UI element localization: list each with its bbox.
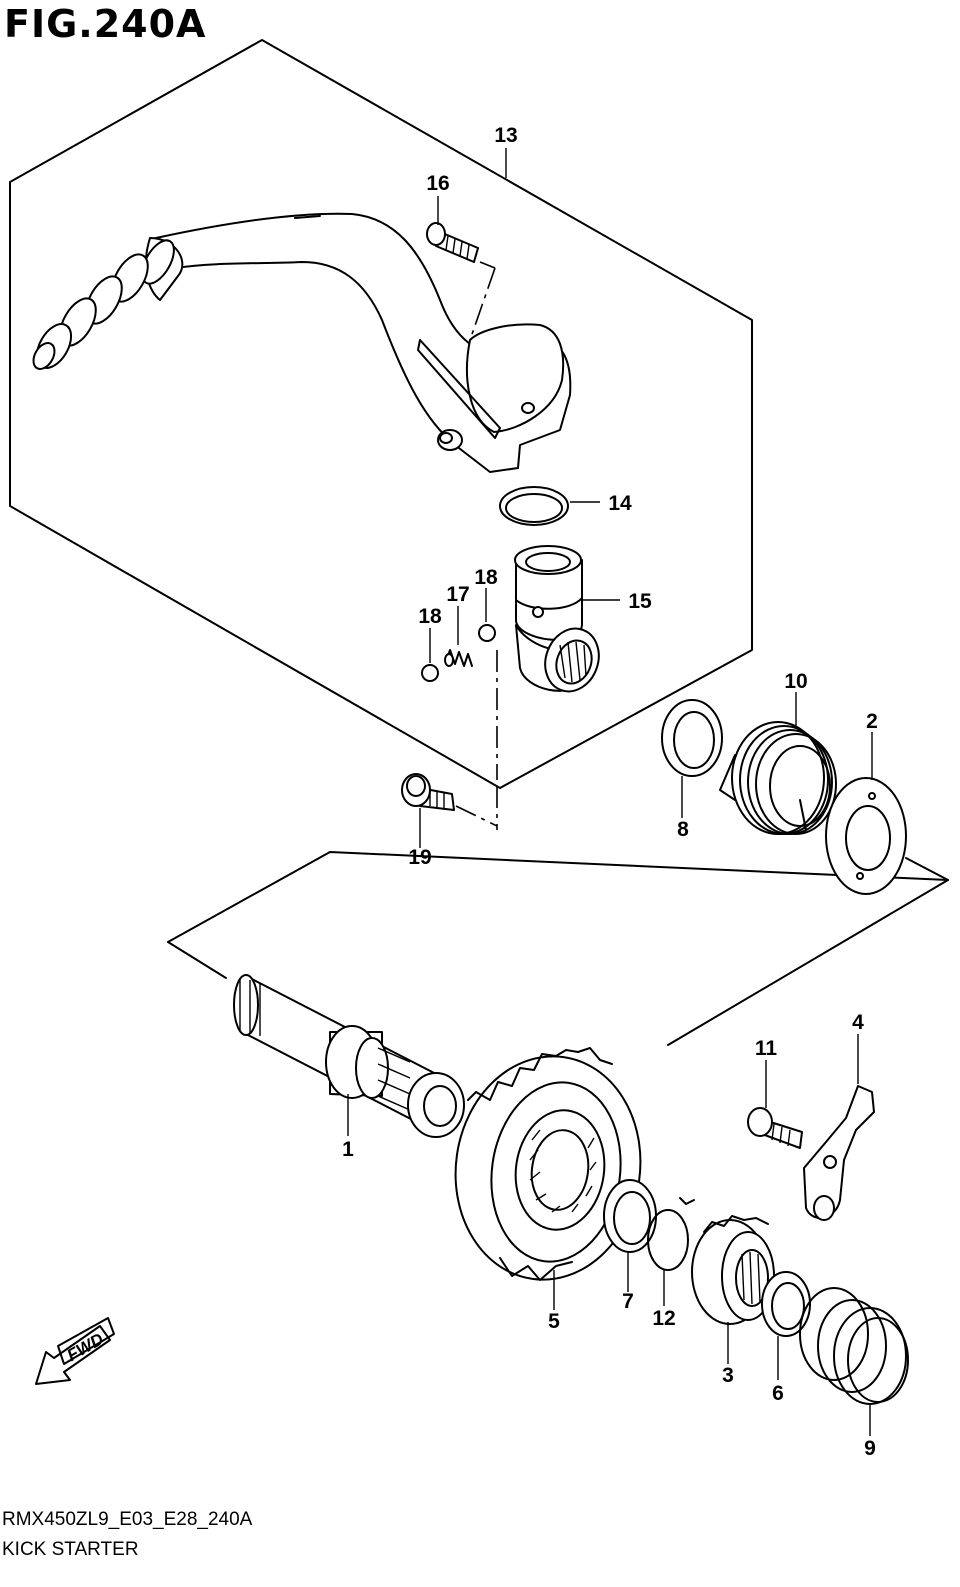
ball-part-18-right: [478, 624, 496, 642]
circlip-part-12: [647, 1197, 695, 1271]
spring-part-9: [799, 1287, 909, 1405]
callout-16: 16: [426, 172, 449, 195]
callout-4: 4: [852, 1011, 864, 1034]
callout-14: 14: [608, 492, 632, 515]
callout-labels: 13 16 14 15 18 17 18 19 8 10 2 1 5 7 12 …: [342, 124, 878, 1460]
callout-12: 12: [652, 1307, 675, 1330]
callout-11: 11: [755, 1037, 778, 1060]
callout-10: 10: [784, 670, 807, 693]
spring-part-17: [444, 649, 473, 667]
callout-2: 2: [866, 710, 878, 733]
kick-lever-part-13: [32, 212, 572, 473]
kick-shaft-part-1: [233, 974, 465, 1138]
callout-19: 19: [408, 846, 431, 869]
kick-driven-gear-part-3: [691, 1215, 775, 1325]
bolt-part-11: [747, 1107, 803, 1149]
callout-18-left: 18: [418, 605, 442, 628]
leader-lines: [347, 148, 873, 1436]
o-ring-part-14: [499, 486, 569, 526]
callout-5: 5: [548, 1310, 560, 1333]
callout-7: 7: [622, 1290, 634, 1313]
group-box-kick-shaft-assembly: [167, 851, 949, 1046]
kick-starter-boss-part-15: [514, 545, 600, 693]
figure-title: FIG.240A: [4, 2, 207, 46]
callout-3: 3: [722, 1364, 734, 1387]
fwd-label: FWD: [64, 1329, 107, 1365]
stopper-plate-part-4: [803, 1085, 875, 1221]
guide-plate-part-2: [825, 777, 907, 895]
callout-15: 15: [628, 590, 652, 613]
callout-18-right: 18: [474, 566, 498, 589]
callout-13: 13: [494, 124, 517, 147]
flange-bolt-part-19: [401, 773, 455, 811]
callout-17: 17: [446, 583, 469, 606]
group-box-kick-lever-assembly: [9, 39, 753, 789]
forward-direction-arrow: FWD: [35, 1317, 115, 1385]
screw-part-16: [426, 222, 479, 263]
kick-drive-gear-part-5: [454, 1047, 642, 1281]
ball-part-18-left: [421, 664, 439, 682]
callout-6: 6: [772, 1382, 784, 1405]
oil-seal-part-8: [661, 699, 723, 777]
figure-code: RMX450ZL9_E03_E28_240A: [2, 1509, 253, 1530]
callout-1: 1: [342, 1138, 354, 1161]
figure-name: KICK STARTER: [2, 1539, 139, 1560]
washer-part-6: [761, 1271, 811, 1337]
return-spring-part-10: [719, 721, 837, 835]
callout-9: 9: [864, 1437, 876, 1460]
callout-8: 8: [677, 818, 689, 841]
